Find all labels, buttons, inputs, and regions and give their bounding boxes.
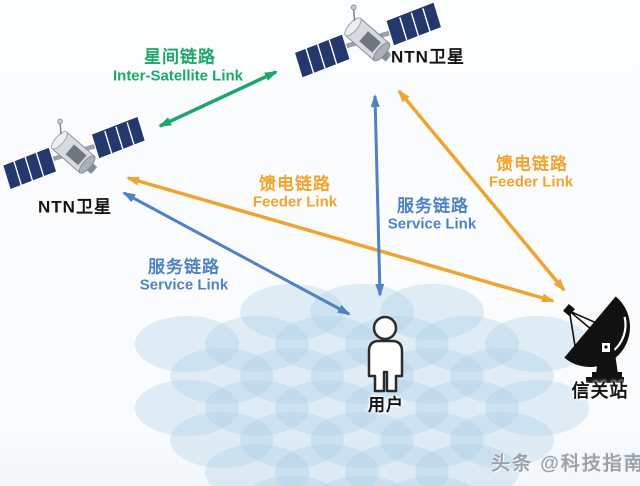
feeder-link-arrow-right	[397, 89, 566, 292]
satellite-right-label: NTN卫星	[391, 47, 465, 67]
satellite-right-icon	[285, 0, 449, 91]
service-link-label-right-en: Service Link	[387, 215, 477, 233]
service-link-arrow-left	[122, 191, 351, 316]
satellite-left-label: NTN卫星	[38, 197, 112, 217]
gateway-label: 信关站	[571, 381, 629, 401]
service-link-label-left-zh: 服务链路	[148, 257, 220, 277]
service-link-label-right-zh: 服务链路	[397, 196, 469, 216]
user-label: 用户	[368, 395, 404, 415]
inter-satellite-link-label-zh: 星间链路	[144, 47, 216, 67]
satellite-left-icon	[0, 95, 152, 202]
feeder-link-label-mid-zh: 馈电链路	[259, 174, 331, 194]
inter-satellite-link-arrow	[158, 70, 278, 128]
inter-satellite-link-label-en: Inter-Satellite Link	[112, 67, 244, 85]
service-link-arrow-right	[370, 94, 385, 297]
gateway-icon	[563, 296, 630, 383]
service-link-label-left-en: Service Link	[139, 276, 229, 294]
feeder-link-label-right-zh: 馈电链路	[496, 154, 568, 174]
user-icon	[367, 315, 404, 393]
feeder-link-label-right-en: Feeder Link	[488, 173, 574, 191]
watermark-text: 头条 @科技指南	[491, 453, 640, 475]
feeder-link-label-mid-en: Feeder Link	[252, 193, 338, 211]
